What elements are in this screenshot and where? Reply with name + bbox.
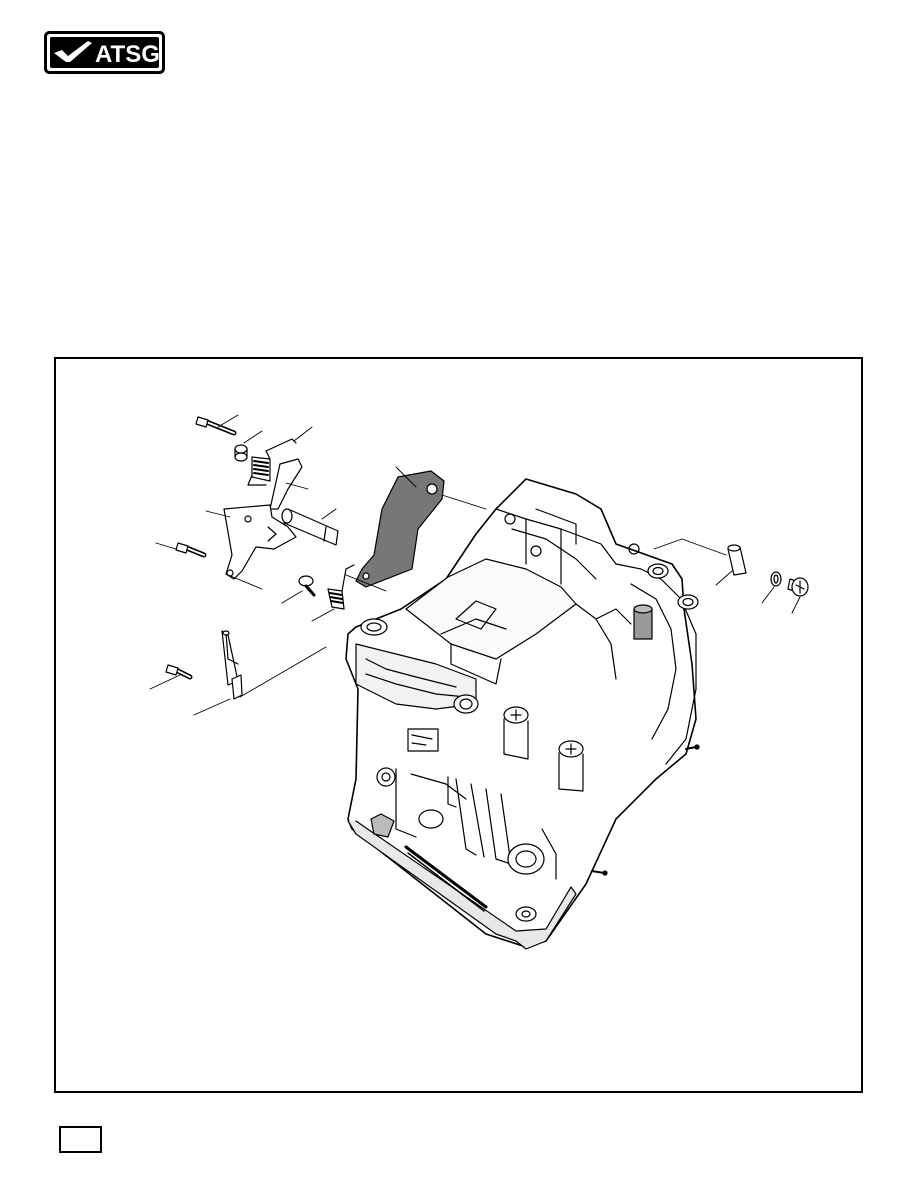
bushing xyxy=(234,444,248,462)
shaft xyxy=(281,508,339,546)
manual-lever xyxy=(355,470,445,588)
leader-lines xyxy=(149,414,801,716)
transmission-exploded-view-illustration xyxy=(149,414,809,950)
bolt-3 xyxy=(298,575,316,597)
transmission-case xyxy=(345,478,700,950)
position-sensor xyxy=(221,630,243,700)
plug-bolt xyxy=(787,577,809,597)
o-ring xyxy=(770,571,782,587)
detent-lever xyxy=(223,458,303,580)
atsg-logo-icon: ATSG xyxy=(44,31,165,74)
dowel-pin xyxy=(727,544,747,576)
figure-frame xyxy=(54,357,863,1093)
bolt-2 xyxy=(175,542,207,558)
logo-text: ATSG xyxy=(95,41,160,68)
bolt-4 xyxy=(165,664,193,680)
atsg-logo: ATSG xyxy=(44,31,165,74)
bolt-1 xyxy=(195,416,237,436)
page-number-box xyxy=(59,1126,102,1153)
detent-spring-lower xyxy=(327,564,355,610)
